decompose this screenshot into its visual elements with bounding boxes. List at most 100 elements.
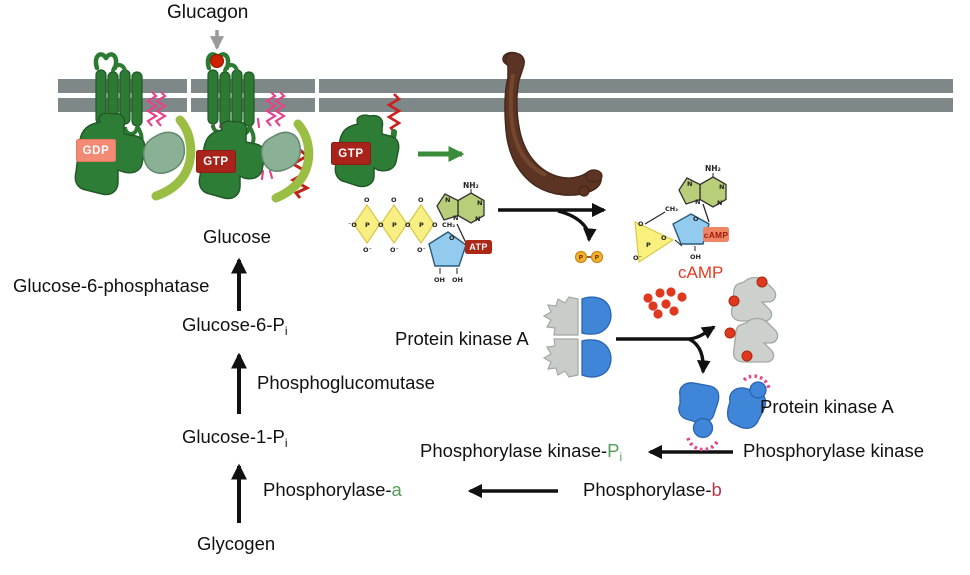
pka-active-catalytic [678,374,771,452]
atom-label: N [719,183,724,191]
atom-label: N [695,198,700,206]
g-beta-subunit [142,131,186,174]
catalytic-knob [749,381,767,399]
atom-label: ⁻O [348,221,357,229]
atom-label: N [453,214,458,222]
atom-label: O⁻ [363,246,372,254]
camp-ribose [672,213,710,245]
atom-label: N [445,196,450,204]
g1p-label: Glucose-1-Pi [182,426,288,450]
phk-p-subscript: i [619,450,623,464]
camp-cyclic-phosphate [634,221,675,264]
ac-highlight [508,73,547,177]
activity-burst-arc [742,374,771,391]
atp-badge: ATP [465,240,492,254]
atom-label: N [717,199,722,207]
camp-free-label: cAMP [678,263,724,282]
atom-label: P [579,254,584,262]
atom-label: P [419,221,424,229]
g6pase-label: Glucose-6-phosphatase [13,275,210,296]
atom-label: O⁻ [417,246,426,254]
atom-label: O⁻ [633,254,642,262]
pka-to-catalytic-arrow [688,337,711,375]
pka-regulatory-with-camp [724,276,779,363]
atom-label: N [687,180,692,188]
glucagon-label: Glucagon [167,2,249,23]
phk-label: Phosphorylase kinase [743,440,924,461]
atom-label: CH₂ [442,221,455,229]
nh2-label: NH₂ [705,164,721,173]
catalytic-knob [692,417,714,439]
g1p-subscript: i [284,436,288,450]
adenylyl-cyclase [502,51,603,197]
activity-burst-arc [686,437,720,452]
galpha-lipid-anchor-zigzag [386,93,402,133]
phos-b-suffix: b [711,479,722,500]
g6p-subscript: i [284,324,288,338]
atp-ribose [428,231,467,267]
atom-label: P [365,221,370,229]
gtp-badge-free: GTP [331,142,371,165]
atom-label: OH [434,276,445,284]
pka-holo-label: Protein kinase A [395,328,529,349]
catalytic-subunit [678,382,720,424]
atp-adenine-pentagon [436,193,459,221]
atom-label: P [595,254,600,262]
bound-camp-dot [724,276,768,362]
membrane-gap [187,76,191,116]
atom-label: O [378,221,384,229]
pka-catalytic-subunit [581,296,612,335]
atom-label: P [392,221,397,229]
camp-dot [643,287,687,319]
glucose-label: Glucose [203,226,271,247]
ac-foot-knob [585,169,603,183]
atom-label: O [661,234,667,242]
camp-molecule: P O O O⁻ O CH₂ OH N N N N NH₂ [633,164,727,264]
phk-p-suffix: P [607,440,620,461]
phosphate-circle [590,250,604,264]
phos-a-text: Phosphorylase- [263,479,392,500]
phos-b-text: Phosphorylase- [583,479,712,500]
gdp-badge: GDP [76,139,116,162]
atom-label: O [391,196,397,204]
lipid-anchor-zigzag [145,91,159,127]
phk-phosphorylated-label: Phosphorylase kinase-Pi [420,440,623,464]
atom-label: O [432,221,438,229]
pka-active-label: Protein kinase A [760,396,894,417]
atp-phosphate-diamonds [353,203,435,245]
atom-label: O [405,221,411,229]
atom-label: OH [452,276,463,284]
camp-dots-cluster [643,287,687,319]
camp-adenine-pentagon [678,177,701,205]
nh2-label: NH₂ [463,181,479,190]
pka-catalytic-subunit [581,339,612,378]
pyrophosphate: P P [574,250,604,264]
lipid-anchor-zigzag [273,91,287,127]
ac-lower-nub [578,185,590,197]
receptor-helices [95,69,143,127]
atom-label: CH₂ [665,205,678,213]
camp-badge: cAMP [703,227,729,242]
atom-label: OH [690,253,701,261]
atp-chain-atoms: ⁻O P O P O P O CH₂ O O O O⁻ O⁻ O⁻ [348,196,455,254]
phosphorylase-a-label: Phosphorylase-a [263,479,402,500]
pka-regulatory-subunit [542,338,579,378]
receptor-helices [207,69,255,127]
g1p-text: Glucose-1-P [182,426,285,447]
atom-label: O [638,220,644,228]
g-beta-subunit [260,131,302,172]
regulatory-subunit-blob [732,317,779,363]
atom-label: O⁻ [390,246,399,254]
lipid-anchor-zigzag [154,91,168,127]
glycogen-label: Glycogen [197,533,276,554]
phosphorylase-b-label: Phosphorylase-b [583,479,722,500]
phosphate-circle [574,250,588,264]
atom-label: O [449,234,455,242]
atom-label: N [475,215,480,223]
g6p-text: Glucose-6-P [182,314,285,335]
phos-a-suffix: a [391,479,402,500]
receptor-extracellular-cup [93,52,119,71]
pka-regulatory-subunit [542,296,579,336]
membrane-gap [315,76,319,116]
